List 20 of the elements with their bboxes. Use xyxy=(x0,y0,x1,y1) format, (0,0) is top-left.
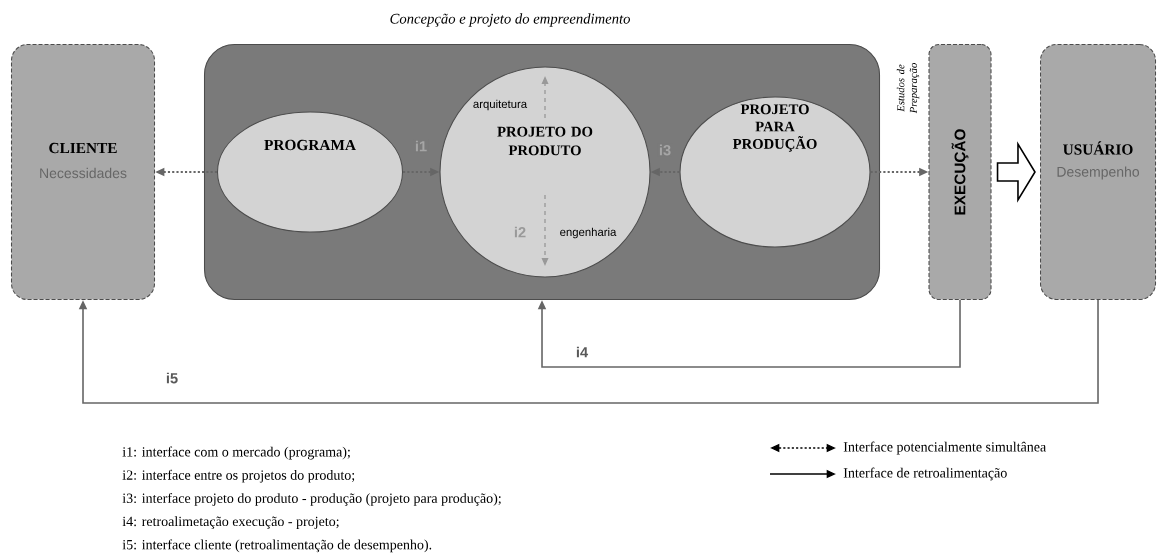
legend-text: Interface potencialmente simultânea xyxy=(843,441,1046,455)
feedback-arrow xyxy=(537,299,961,368)
axis-label: arquitetura xyxy=(473,99,528,111)
note-line: i1: interface com o mercado (programa); xyxy=(122,446,350,460)
user-box: USUÁRIO Desempenho xyxy=(1039,43,1157,301)
block-arrow xyxy=(996,141,1036,203)
note-line: i2: interface entre os projetos do produto; xyxy=(122,469,355,483)
feedback-arrow xyxy=(78,299,1099,404)
legend-text: Interface de retroalimentação xyxy=(843,467,1007,481)
note-line: i4: retroalimetação execução - projeto; xyxy=(122,516,339,529)
side-note: Estudos de Preparação xyxy=(896,63,920,114)
panel-title: Concepção e projeto do empreendimento xyxy=(390,13,630,27)
edge-label: i5 xyxy=(164,371,180,385)
note-line: i5: interface cliente (retroalimentação de desempenho). xyxy=(122,539,432,553)
axis-label: engenharia xyxy=(560,227,617,239)
edge-label: i4 xyxy=(574,345,590,359)
execution-box: EXECUÇÃO xyxy=(928,43,992,301)
client-box: CLIENTE Necessidades xyxy=(10,43,156,301)
interface-label: i2 xyxy=(514,226,526,238)
note-line: i3: interface projeto do produto - produção (projeto para produção); xyxy=(122,493,501,506)
